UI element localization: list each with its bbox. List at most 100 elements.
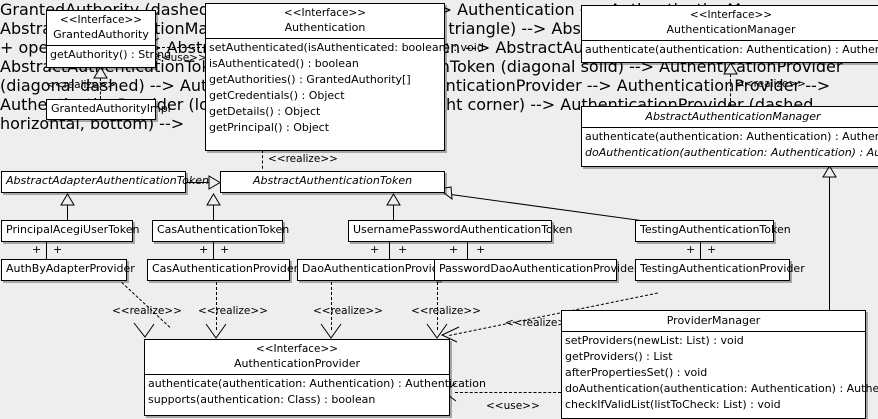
connector-label-realize-dao-provider: <<realize>> — [313, 305, 383, 317]
connector-realize-password-dao-provider — [437, 282, 438, 330]
class-name-password-dao-authentication-provider: PasswordDaoAuthenticationProvider — [439, 262, 639, 275]
class-box-testing-authentication-provider[interactable]: TestingAuthenticationProvider — [635, 259, 805, 281]
class-name-auth-by-adapter-provider: AuthByAdapterProvider — [6, 262, 135, 275]
class-header-password-dao-authentication-provider: PasswordDaoAuthenticationProvider — [435, 260, 639, 278]
connector-use-provider-manager — [455, 392, 561, 393]
class-member: checkIfValidList(listToCheck: List) : vo… — [565, 398, 781, 411]
connector-generalization-provider-manager — [829, 177, 830, 310]
stereotype-label-granted-authority: <<Interface>> — [59, 14, 143, 26]
connector-cas-token-generalization — [213, 205, 214, 220]
class-header-testing-authentication-token: TestingAuthenticationToken — [636, 221, 791, 239]
class-box-cas-authentication-provider[interactable]: CasAuthenticationProvider — [147, 259, 299, 281]
association-cas-token-cas-provider — [213, 242, 214, 259]
class-box-auth-by-adapter-provider[interactable]: AuthByAdapterProvider — [1, 259, 135, 281]
connector-use-granted-authority — [157, 47, 205, 48]
class-box-granted-authority[interactable]: <<Interface>> GrantedAuthority getAuthor… — [46, 10, 172, 68]
class-name-dao-authentication-provider: DaoAuthenticationProvider — [302, 262, 450, 275]
hollow-triangle-icon-provider-manager-generalization — [822, 165, 837, 178]
class-name-principal-acegi-user-token: PrincipalAcegiUserToken — [6, 223, 140, 236]
class-header-dao-authentication-provider: DaoAuthenticationProvider — [298, 260, 450, 278]
connector-adapter-token-to-abstract-token — [186, 182, 216, 183]
class-box-dao-authentication-provider[interactable]: DaoAuthenticationProvider — [297, 259, 450, 281]
class-member: getAuthority() : String — [50, 48, 172, 61]
class-header-principal-acegi-user-token: PrincipalAcegiUserToken — [2, 221, 140, 239]
class-member: getCredentials() : Object — [209, 89, 345, 102]
open-arrow-icon-realize-provider-manager — [440, 326, 461, 345]
class-box-granted-authority-impl[interactable]: GrantedAuthorityImpl — [46, 99, 171, 120]
stereotype-label-authentication: <<Interface>> — [283, 7, 367, 19]
multiplicity-marker-2: + — [53, 243, 63, 256]
class-member: getPrincipal() : Object — [209, 121, 330, 134]
connector-label-realize-abstract-authentication-token: <<realize>> — [268, 153, 338, 165]
class-header-granted-authority: <<Interface>> GrantedAuthority — [47, 11, 155, 45]
multiplicity-marker-8: + — [476, 243, 486, 256]
class-header-abstract-authentication-token: AbstractAuthenticationToken — [221, 172, 444, 190]
divider-granted-authority — [47, 45, 155, 46]
divider-abstract-authentication-manager — [582, 127, 878, 128]
class-member: authenticate(authentication: Authenticat… — [148, 377, 486, 390]
class-member: getAuthorities() : GrantedAuthority[] — [209, 73, 411, 86]
multiplicity-marker-7: + — [449, 243, 459, 256]
divider-authentication-manager — [582, 40, 878, 41]
class-box-password-dao-authentication-provider[interactable]: PasswordDaoAuthenticationProvider — [434, 259, 639, 281]
connector-realize-abstract-authentication-token — [262, 150, 263, 174]
class-member: authenticate(authentication: Authenticat… — [585, 130, 878, 143]
connector-label-use-provider-manager: <<use>> — [486, 400, 540, 412]
class-name-username-password-authentication-token: UsernamePasswordAuthenticationToken — [353, 223, 573, 236]
connector-realize-dao-provider — [331, 282, 332, 330]
class-member: supports(authentication: Class) : boolea… — [148, 393, 376, 406]
class-box-authentication-manager[interactable]: <<Interface>> AuthenticationManager auth… — [581, 5, 878, 63]
class-box-abstract-adapter-authentication-token[interactable]: AbstractAdapterAuthenticationToken — [1, 171, 209, 193]
class-box-authentication-provider[interactable]: <<Interface>> AuthenticationProvider aut… — [144, 339, 486, 416]
class-box-principal-acegi-user-token[interactable]: PrincipalAcegiUserToken — [1, 220, 140, 242]
class-name-cas-authentication-provider: CasAuthenticationProvider — [152, 262, 299, 275]
class-name-granted-authority: GrantedAuthority — [53, 28, 149, 41]
multiplicity-marker-1: + — [32, 243, 42, 256]
connector-testing-token-generalization — [450, 194, 656, 223]
connector-label-use-granted-authority: <<use>> — [153, 52, 207, 64]
open-arrow-icon-realize-auth-by-adapter — [133, 322, 156, 339]
association-testing-token-testing-provider — [700, 242, 701, 259]
class-member: authenticate(authentication: Authenticat… — [585, 43, 878, 56]
multiplicity-marker-10: + — [707, 243, 717, 256]
multiplicity-marker-3: + — [199, 243, 209, 256]
class-member: setAuthenticated(isAuthenticated: boolea… — [209, 41, 484, 54]
hollow-triangle-icon-granted-authority-impl — [93, 66, 108, 79]
class-box-provider-manager[interactable]: ProviderManager setProviders(newList: Li… — [561, 310, 878, 419]
class-name-abstract-adapter-authentication-token: AbstractAdapterAuthenticationToken — [6, 174, 209, 187]
class-member: getProviders() : List — [565, 350, 673, 363]
hollow-triangle-icon-abstract-authentication-manager — [723, 62, 738, 75]
class-header-cas-authentication-token: CasAuthenticationToken — [153, 221, 289, 239]
member-list-granted-authority: getAuthority() : String — [47, 46, 172, 64]
class-member: doAuthentication(authentication: Authent… — [585, 146, 878, 159]
open-arrow-icon-realize-dao-provider — [320, 323, 343, 340]
class-name-abstract-authentication-token: AbstractAuthenticationToken — [252, 174, 413, 187]
class-name-authentication: Authentication — [284, 21, 366, 34]
class-member: getDetails() : Object — [209, 105, 321, 118]
connector-realize-cas-provider — [216, 282, 217, 330]
class-name-granted-authority-impl: GrantedAuthorityImpl — [51, 102, 171, 115]
class-box-testing-authentication-token[interactable]: TestingAuthenticationToken — [635, 220, 791, 242]
class-box-authentication[interactable]: <<Interface>> Authentication setAuthenti… — [205, 3, 484, 151]
hollow-triangle-icon-cas-token — [206, 193, 221, 206]
multiplicity-marker-4: + — [220, 243, 230, 256]
class-name-testing-authentication-token: TestingAuthenticationToken — [640, 223, 791, 236]
hollow-triangle-icon-principal-token — [60, 193, 75, 206]
class-box-abstract-authentication-token[interactable]: AbstractAuthenticationToken — [220, 171, 445, 193]
class-member: isAuthenticated() : boolean — [209, 57, 359, 70]
connector-username-password-token-generalization — [393, 205, 394, 220]
connector-label-realize-granted-authority-impl: <<realize>> — [46, 79, 116, 91]
class-name-authentication-manager: AuthenticationManager — [666, 23, 796, 36]
stereotype-label-authentication-manager: <<Interface>> — [689, 9, 773, 21]
member-list-authentication-provider: authenticate(authentication: Authenticat… — [145, 375, 486, 409]
association-principal-token-auth-by-adapter — [46, 242, 47, 259]
class-box-username-password-authentication-token[interactable]: UsernamePasswordAuthenticationToken — [348, 220, 573, 242]
open-arrow-icon-realize-password-dao-provider — [426, 323, 449, 340]
class-box-abstract-authentication-manager[interactable]: AbstractAuthenticationManager authentica… — [581, 106, 878, 167]
divider-provider-manager — [562, 331, 865, 332]
connector-label-realize-auth-by-adapter: <<realize>> — [112, 305, 182, 317]
hollow-triangle-icon-adapter-token — [208, 175, 221, 190]
class-box-cas-authentication-token[interactable]: CasAuthenticationToken — [152, 220, 289, 242]
hollow-triangle-icon-username-password-token — [386, 193, 401, 206]
